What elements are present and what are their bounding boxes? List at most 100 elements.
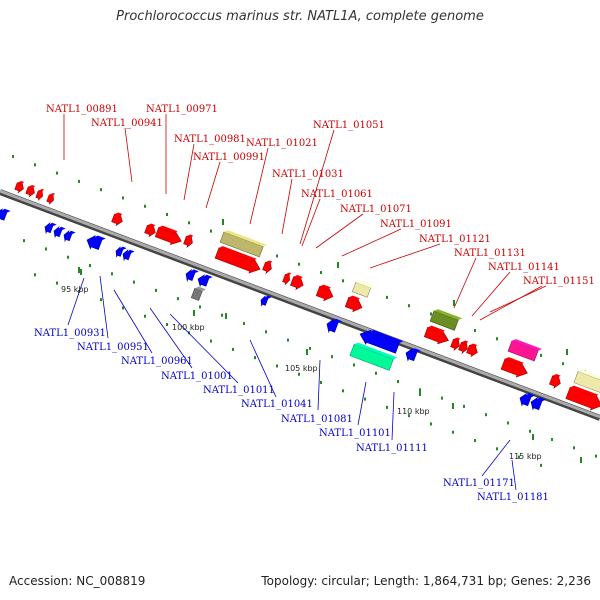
gene-arrow-forward-top <box>469 343 478 348</box>
guide-dash <box>100 298 102 302</box>
gene-label-natl1-01061: NATL1_01061 <box>301 189 373 200</box>
gene-arrow-reverse-top <box>68 230 76 235</box>
gene-arrow-reverse-top <box>190 269 199 274</box>
gene-label-natl1-01101: NATL1_01101 <box>319 428 391 439</box>
leader-line-forward <box>205 161 221 209</box>
guide-dash <box>111 272 113 276</box>
gene-arrow-forward <box>154 225 182 246</box>
leader-line-reverse <box>149 307 193 369</box>
gene-arrow-reverse <box>359 329 404 354</box>
guide-dash <box>430 312 432 316</box>
reverse-gene-labels: NATL1_00931 NATL1_00951 NATL1_00961 NATL… <box>34 328 549 503</box>
guide-dash <box>551 438 553 442</box>
gene-arrow-reverse <box>326 318 342 334</box>
major-tick <box>532 434 534 440</box>
gene-label-natl1-01031: NATL1_01031 <box>272 169 344 180</box>
guide-dash <box>265 330 267 334</box>
gene-arrow-reverse-top <box>264 295 272 299</box>
guide-dash <box>287 338 289 342</box>
gene-arrow-forward-top <box>427 325 445 333</box>
gene-arrow-forward <box>214 246 261 274</box>
guide-dash <box>441 396 443 400</box>
gene-arrow-forward <box>290 275 304 291</box>
gene-box-dark-olive <box>429 309 463 331</box>
gene-arrow-reverse-body <box>260 295 269 307</box>
gene-arrow-forward-top <box>319 284 331 290</box>
gene-label-natl1-01011: NATL1_01011 <box>203 385 275 396</box>
gene-arrow-reverse-body <box>530 396 543 411</box>
gene-arrow-reverse <box>115 246 127 258</box>
guide-dash <box>254 356 256 360</box>
guide-dash <box>430 422 432 426</box>
gene-arrow-forward-top <box>504 357 524 365</box>
guide-dash <box>331 355 333 359</box>
guide-dash <box>144 314 146 318</box>
guide-dash <box>342 279 344 283</box>
guide-dash <box>518 455 520 459</box>
guide-dash <box>386 405 388 409</box>
guide-dash <box>276 254 278 258</box>
guide-dash <box>56 171 58 175</box>
guide-dash <box>221 313 223 317</box>
gene-box-khaki <box>573 369 600 393</box>
major-tick <box>78 267 80 273</box>
gene-arrow-forward-top <box>570 385 599 397</box>
tick-label-105kbp: 105 kbp <box>285 364 318 373</box>
gene-box-khaki-top <box>578 369 600 382</box>
genome-summary-text: Topology: circular; Length: 1,864,731 bp… <box>261 574 591 588</box>
guide-dash <box>485 413 487 417</box>
gene-arrow-reverse <box>122 249 135 262</box>
gene-arrow-forward <box>344 295 363 313</box>
leader-line-reverse <box>99 275 109 339</box>
guide-dash <box>78 179 80 183</box>
tick-label-115kbp: 115 kbp <box>509 452 542 461</box>
guide-dash <box>496 337 498 341</box>
gene-arrow-reverse-top <box>49 222 57 227</box>
gene-arrow-reverse-top <box>58 226 66 231</box>
gene-arrow-reverse <box>530 396 546 411</box>
leader-line-forward <box>489 285 547 313</box>
gene-arrow-reverse-top <box>119 246 127 250</box>
guide-dash <box>122 306 124 310</box>
gene-label-natl1-00891: NATL1_00891 <box>46 104 118 115</box>
gene-arrow-forward <box>500 357 528 378</box>
guide-dash <box>210 339 212 343</box>
leader-line-forward <box>301 198 321 247</box>
guide-dash <box>177 297 179 301</box>
guide-dash <box>298 372 300 376</box>
gene-label-natl1-01111: NATL1_01111 <box>356 443 428 454</box>
gene-arrow-forward-top <box>186 234 194 238</box>
gene-arrow-reverse-body <box>197 274 210 288</box>
guide-dash <box>562 362 564 366</box>
guide-dash <box>89 264 91 268</box>
major-tick <box>419 390 421 396</box>
gene-box-aquamarine-body <box>349 343 394 371</box>
gene-box-magenta <box>507 339 543 362</box>
guide-dash <box>298 262 300 266</box>
gene-arrow-reverse <box>197 274 213 288</box>
gene-arrow-reverse-top <box>370 329 404 343</box>
gene-label-natl1-01091: NATL1_01091 <box>380 219 452 230</box>
guide-dash <box>474 329 476 333</box>
gene-arrow-forward <box>183 234 194 249</box>
guide-dash <box>155 288 157 292</box>
gene-arrow-forward <box>466 343 478 358</box>
gene-arrow-reverse-body <box>519 392 532 407</box>
gene-arrow-forward <box>111 212 123 227</box>
gene-arrow-reverse-top <box>94 235 106 241</box>
gene-label-natl1-01171: NATL1_01171 <box>443 478 515 489</box>
major-tick <box>337 262 339 268</box>
gene-arrow-forward <box>14 180 25 194</box>
gene-arrow-forward <box>458 340 469 355</box>
gene-label-natl1-00971: NATL1_00971 <box>146 104 218 115</box>
guide-dash <box>529 429 531 433</box>
scale-labels: 95 kbp 100 kbp 105 kbp 110 kbp 115 kbp <box>61 285 542 461</box>
gene-label-natl1-01041: NATL1_01041 <box>241 399 313 410</box>
guide-dash <box>67 255 69 259</box>
leader-line-forward <box>471 271 511 317</box>
gene-box-aquamarine-top <box>354 342 398 360</box>
guide-dash <box>408 304 410 308</box>
gene-arrow-forward-top <box>453 337 461 341</box>
gene-arrow-forward <box>282 272 292 285</box>
guide-dash <box>100 188 102 192</box>
